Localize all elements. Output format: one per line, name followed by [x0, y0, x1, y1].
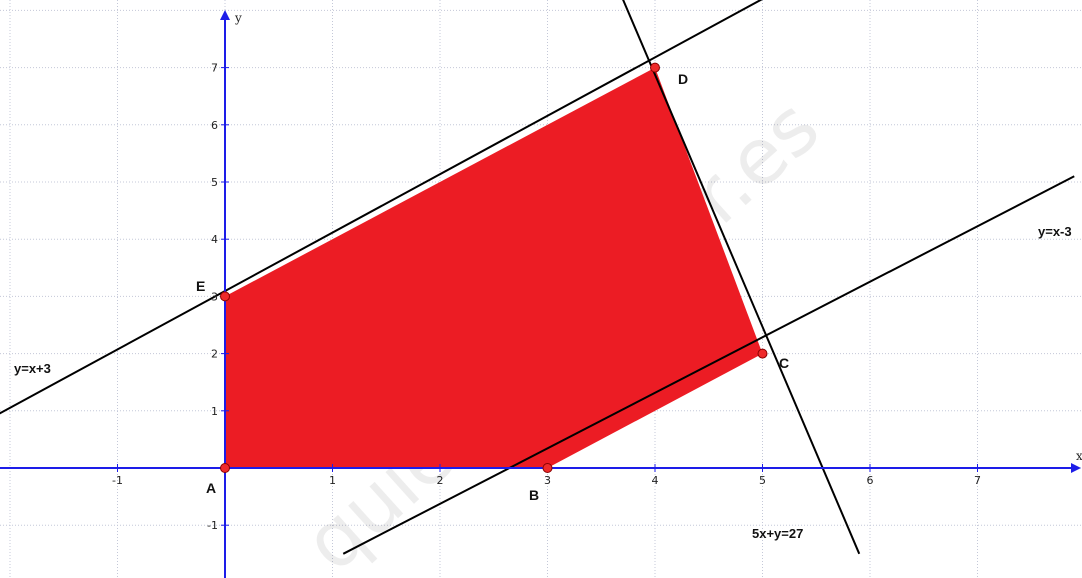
point-label-c: C [779, 355, 789, 371]
boundary-line [622, 0, 861, 555]
line-equation-label: y=x+3 [14, 361, 51, 376]
x-tick-label: 1 [329, 474, 336, 487]
y-tick-label: 1 [211, 405, 218, 418]
y-tick-label: 6 [211, 119, 218, 132]
line-equation-label: y=x-3 [1038, 224, 1072, 239]
y-axis-arrow [220, 10, 230, 20]
point-label-d: D [678, 71, 688, 87]
boundary-line [342, 175, 1075, 555]
x-axis-label: x [1076, 449, 1082, 463]
x-tick-label: 4 [652, 474, 659, 487]
x-tick-label: 7 [974, 474, 981, 487]
feasible-region-layer [225, 67, 763, 468]
vertex-point-a [220, 463, 230, 473]
points-layer [220, 62, 768, 473]
point-label-a: A [206, 480, 216, 496]
y-tick-label: 7 [211, 62, 218, 75]
vertex-point-e [220, 291, 230, 302]
lines-layer [0, 0, 1075, 555]
x-tick-label: 3 [544, 474, 551, 487]
y-tick-label: 4 [211, 233, 218, 246]
y-tick-label: -1 [207, 519, 218, 532]
y-axis-label: y [234, 11, 242, 25]
boundary-line [0, 0, 763, 415]
x-tick-label: -1 [112, 474, 123, 487]
x-tick-label: 6 [867, 474, 874, 487]
vertex-point-c [757, 348, 768, 359]
line-equation-label: 5x+y=27 [752, 526, 803, 541]
x-tick-label: 5 [759, 474, 766, 487]
x-axis-arrow [1071, 463, 1081, 473]
feasible-region [225, 67, 763, 468]
y-tick-label: 3 [211, 290, 218, 303]
y-tick-label: 5 [211, 176, 218, 189]
point-label-b: B [529, 487, 539, 503]
y-tick-label: 2 [211, 348, 218, 361]
x-tick-label: 2 [437, 474, 444, 487]
vertex-point-d [650, 62, 660, 73]
point-label-e: E [196, 278, 205, 294]
vertex-point-b [542, 463, 553, 473]
labels-layer: A B C D Ey=x+3 y=x-3 5x+y=27 [14, 71, 1072, 541]
